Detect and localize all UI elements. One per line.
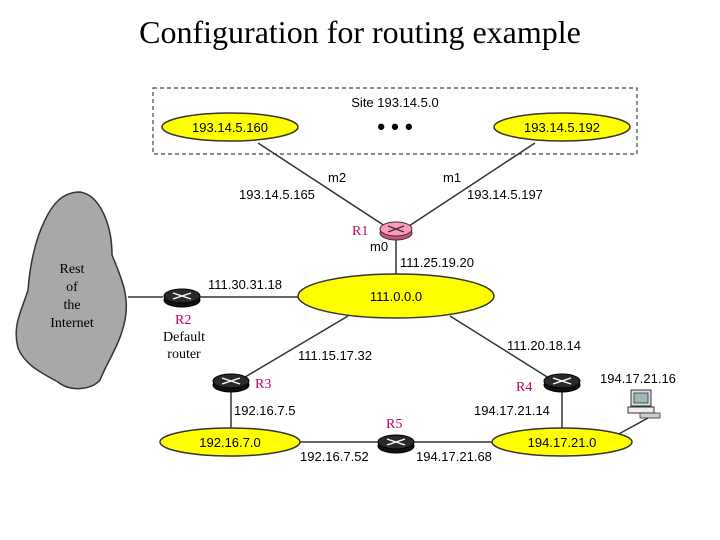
network-backbone: 111.0.0.0 xyxy=(297,273,495,319)
cloud-line-1: Rest xyxy=(60,262,85,277)
links xyxy=(128,142,649,443)
cloud-line-4: Internet xyxy=(50,316,94,331)
r2-ip: 111.30.31.18 xyxy=(208,277,282,292)
router-r2-desc-2: router xyxy=(167,347,201,362)
network-site-right: 193.14.5.192 xyxy=(493,112,631,142)
page-title: Configuration for routing example xyxy=(139,14,581,50)
site-box xyxy=(152,87,638,155)
router-r2-desc-1: Default xyxy=(163,330,205,345)
r4-lan-ip: 194.17.21.14 xyxy=(474,403,550,418)
r4-backbone-ip: 111.20.18.14 xyxy=(507,338,581,353)
r1-m2-ip: 193.14.5.165 xyxy=(239,187,315,202)
network-lan4: 194.17.21.0 xyxy=(491,427,633,457)
network-lan4-label: 194.17.21.0 xyxy=(528,435,597,450)
r3-lan-ip: 192.16.7.5 xyxy=(234,403,295,418)
r3-backbone-ip: 111.15.17.32 xyxy=(298,348,372,363)
link-r4-backbone xyxy=(449,315,553,381)
router-r4-name: R4 xyxy=(516,380,532,395)
network-site-left: 193.14.5.160 xyxy=(161,112,299,142)
link-r1-site-right xyxy=(405,142,536,229)
link-r3-backbone xyxy=(239,315,349,381)
iface-m0-label: m0 xyxy=(370,239,388,254)
router-r3-name: R3 xyxy=(255,377,271,392)
iface-m1-label: m1 xyxy=(443,170,461,185)
network-site-right-label: 193.14.5.192 xyxy=(524,120,600,135)
network-site-left-label: 193.14.5.160 xyxy=(192,120,268,135)
cloud-line-3: the xyxy=(63,298,80,313)
host-computer-icon xyxy=(627,389,661,419)
r1-m1-ip: 193.14.5.197 xyxy=(467,187,543,202)
site-ellipsis: • • • xyxy=(377,114,412,139)
router-r1-name: R1 xyxy=(352,224,368,239)
r5-left-ip: 192.16.7.52 xyxy=(300,449,369,464)
host-ip: 194.17.21.16 xyxy=(600,371,676,386)
network-lan3: 192.16.7.0 xyxy=(159,427,301,457)
link-host-lan4 xyxy=(614,417,649,437)
internet-cloud xyxy=(15,191,128,390)
cloud-line-2: of xyxy=(66,280,78,295)
network-lan3-label: 192.16.7.0 xyxy=(199,435,260,450)
iface-m2-label: m2 xyxy=(328,170,346,185)
router-r2-name: R2 xyxy=(175,313,191,328)
r1-m0-ip: 111.25.19.20 xyxy=(400,255,474,270)
router-r2-icon xyxy=(163,288,201,308)
router-r5-icon xyxy=(377,434,415,454)
router-r1-icon xyxy=(379,221,413,241)
router-r4-icon xyxy=(543,373,581,393)
site-label: Site 193.14.5.0 xyxy=(351,95,438,110)
link-r1-site-left xyxy=(257,142,389,229)
network-backbone-label: 111.0.0.0 xyxy=(370,289,422,304)
router-r5-name: R5 xyxy=(386,417,402,432)
r5-right-ip: 194.17.21.68 xyxy=(416,449,492,464)
router-r3-icon xyxy=(212,373,250,393)
